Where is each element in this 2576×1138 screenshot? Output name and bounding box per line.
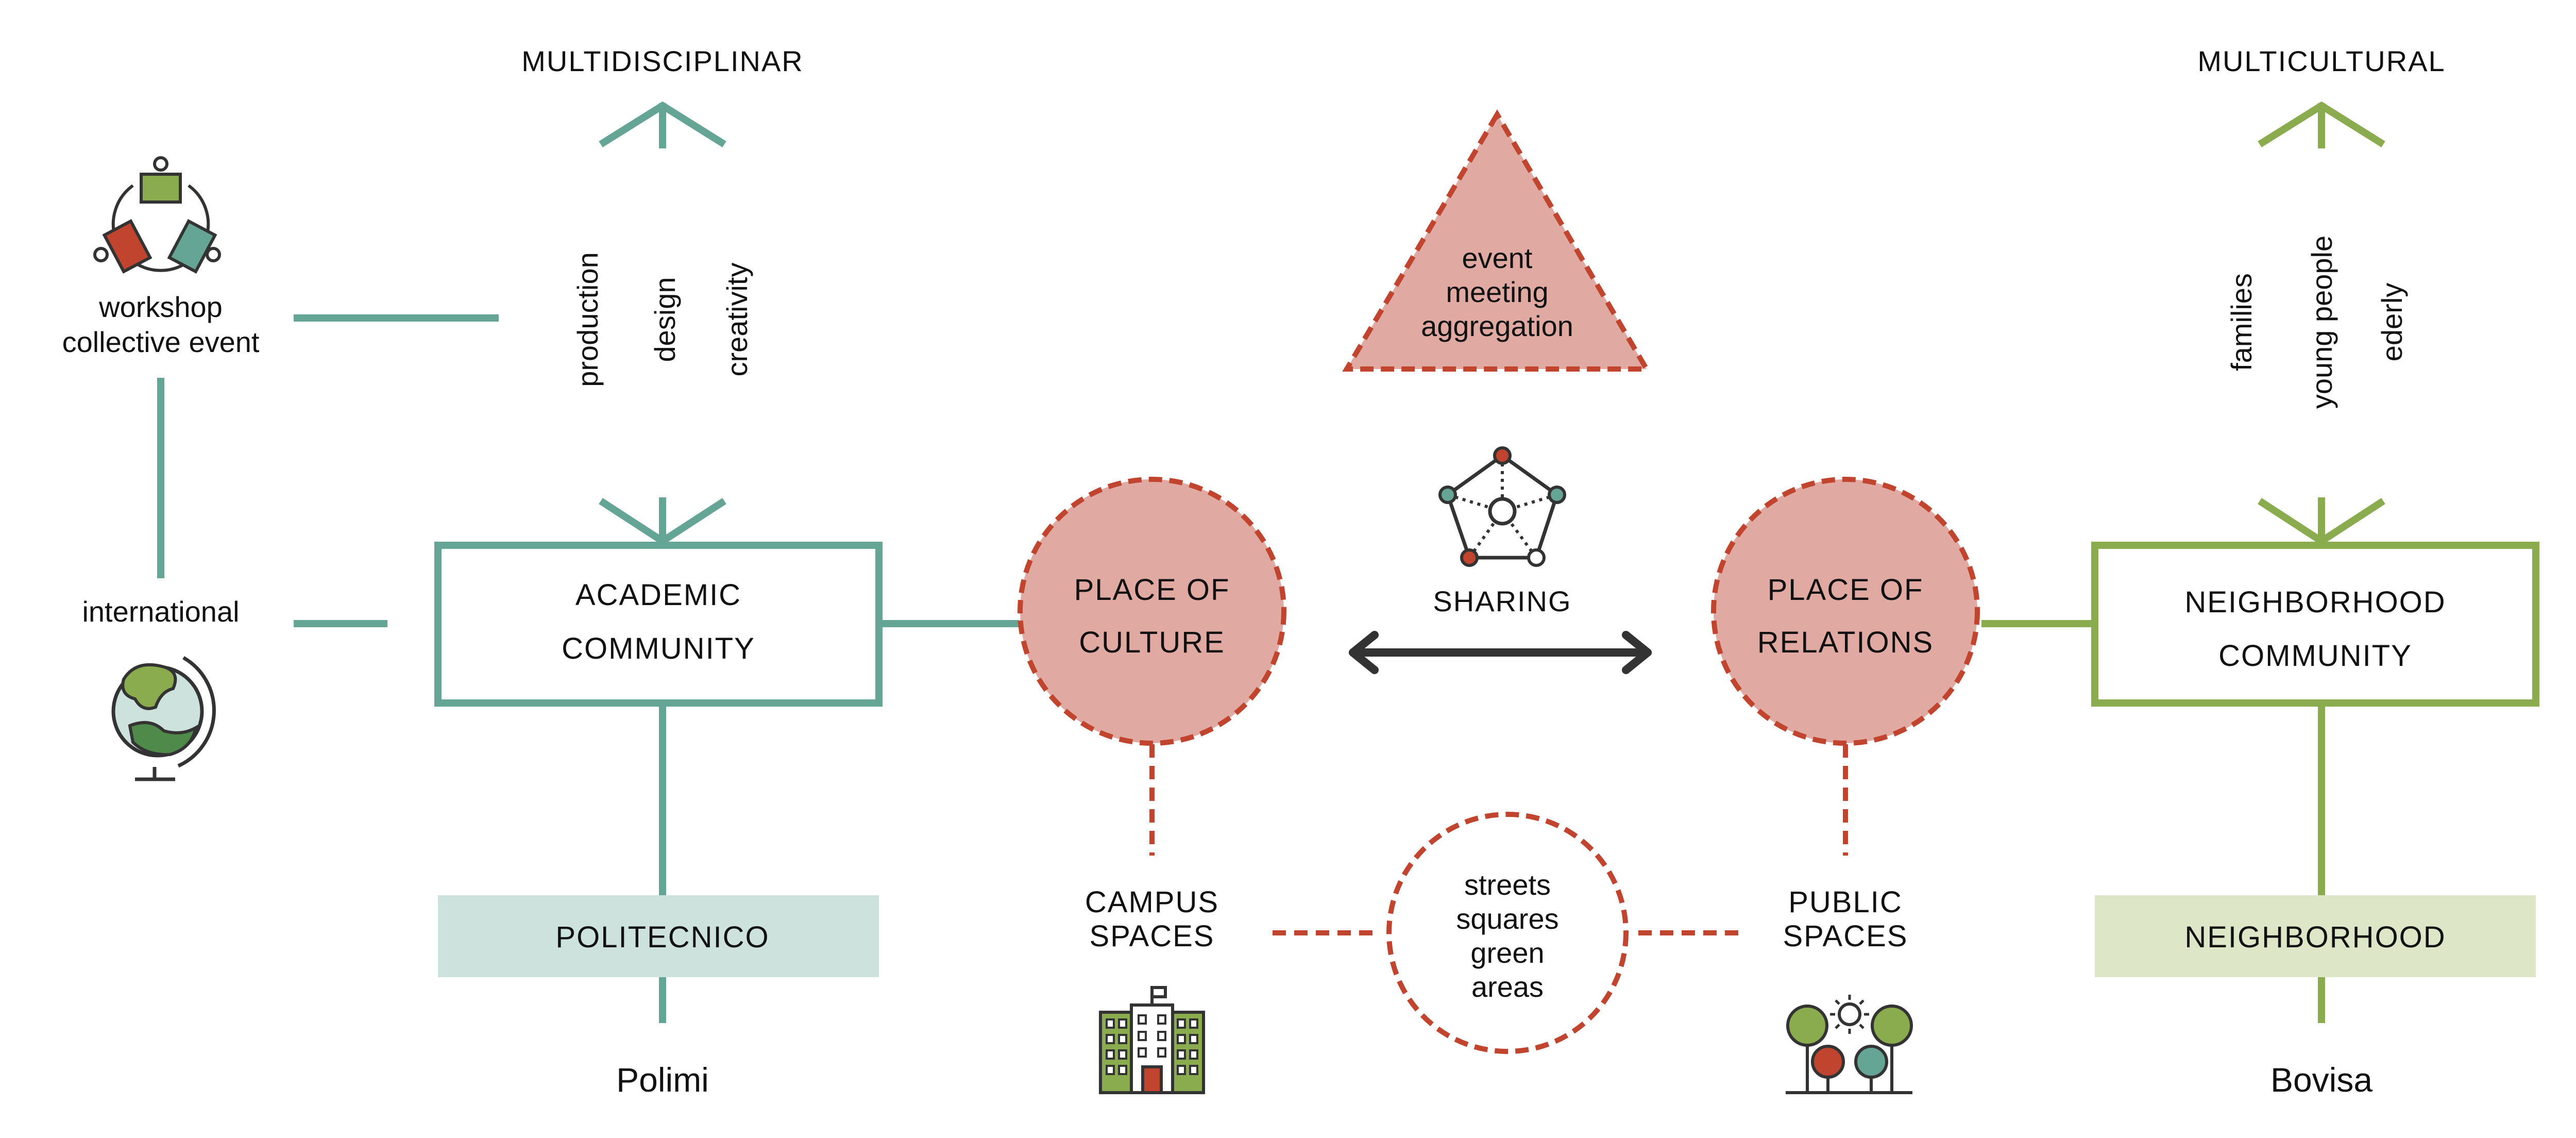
academic-label-line1: ACADEMIC (575, 578, 741, 612)
relations-line2: RELATIONS (1757, 626, 1934, 659)
park-trees-icon (1786, 995, 1913, 1094)
disciplines-arrow-head (599, 498, 726, 546)
culture-line1: PLACE OF (1074, 573, 1230, 607)
culture-line2: CULTURE (1079, 626, 1225, 659)
neighborhood-label: NEIGHBORHOOD (2184, 921, 2446, 954)
group-families: families (2225, 273, 2258, 371)
public-line2: SPACES (1783, 919, 1908, 953)
triangle-aggregation: aggregation (1421, 310, 1573, 342)
campus-line1: CAMPUS (1085, 885, 1219, 919)
network-icon (1438, 446, 1566, 567)
sharing-label: SHARING (1433, 585, 1571, 617)
groups-arrow-head (2258, 498, 2385, 546)
triangle-meeting: meeting (1446, 276, 1548, 308)
space-connectors (1149, 744, 1848, 935)
collective-event-label: collective event (62, 326, 260, 358)
multicultural-heading: MULTICULTURAL (2197, 45, 2445, 77)
relations-line1: PLACE OF (1768, 573, 1924, 607)
place-of-relations-circle (1711, 477, 1980, 746)
right-branch (1981, 101, 2539, 1023)
campus-line2: SPACES (1089, 919, 1214, 953)
neighborhood-community-line2: COMMUNITY (2218, 639, 2412, 673)
workshop-label: workshop (98, 291, 223, 323)
group-ederly: ederly (2376, 283, 2408, 362)
polimi-label: Polimi (616, 1061, 709, 1099)
international-label: international (82, 595, 239, 628)
discipline-design: design (649, 277, 681, 362)
open-spaces-circle (1386, 812, 1629, 1054)
campus-building-icon (1099, 986, 1205, 1094)
public-line1: PUBLIC (1788, 885, 1903, 919)
discipline-production: production (571, 252, 604, 387)
politecnico-label-box (438, 895, 879, 977)
academic-label-line2: COMMUNITY (562, 632, 755, 665)
bovisa-label: Bovisa (2270, 1061, 2372, 1099)
workshop-icon (93, 156, 221, 274)
neighborhood-community-box (2091, 542, 2539, 707)
open-space-squares: squares (1456, 902, 1558, 935)
neighborhood-community-line1: NEIGHBORHOOD (2184, 585, 2446, 619)
open-space-green: green (1470, 936, 1544, 969)
academic-community-box (434, 542, 883, 707)
disciplines-labels: production design creativity (571, 252, 753, 387)
globe-icon (111, 656, 216, 781)
left-branch (157, 101, 1019, 1023)
groups-labels: families young people ederly (2225, 236, 2408, 409)
open-space-streets: streets (1464, 868, 1551, 901)
multicultural-arrow-head (2258, 101, 2385, 147)
place-of-culture-circle (1018, 477, 1286, 746)
group-young-people: young people (2306, 236, 2338, 409)
open-space-areas: areas (1471, 970, 1544, 1003)
double-arrow-icon (1349, 631, 1652, 674)
politecnico-label: POLITECNICO (555, 921, 769, 954)
triangle-event: event (1462, 242, 1533, 274)
event-triangle (1342, 109, 1651, 372)
discipline-creativity: creativity (721, 263, 753, 377)
multidisciplinar-heading: MULTIDISCIPLINAR (521, 45, 803, 77)
neighborhood-label-box (2095, 895, 2536, 977)
multidisciplinar-arrow-head (599, 101, 726, 147)
